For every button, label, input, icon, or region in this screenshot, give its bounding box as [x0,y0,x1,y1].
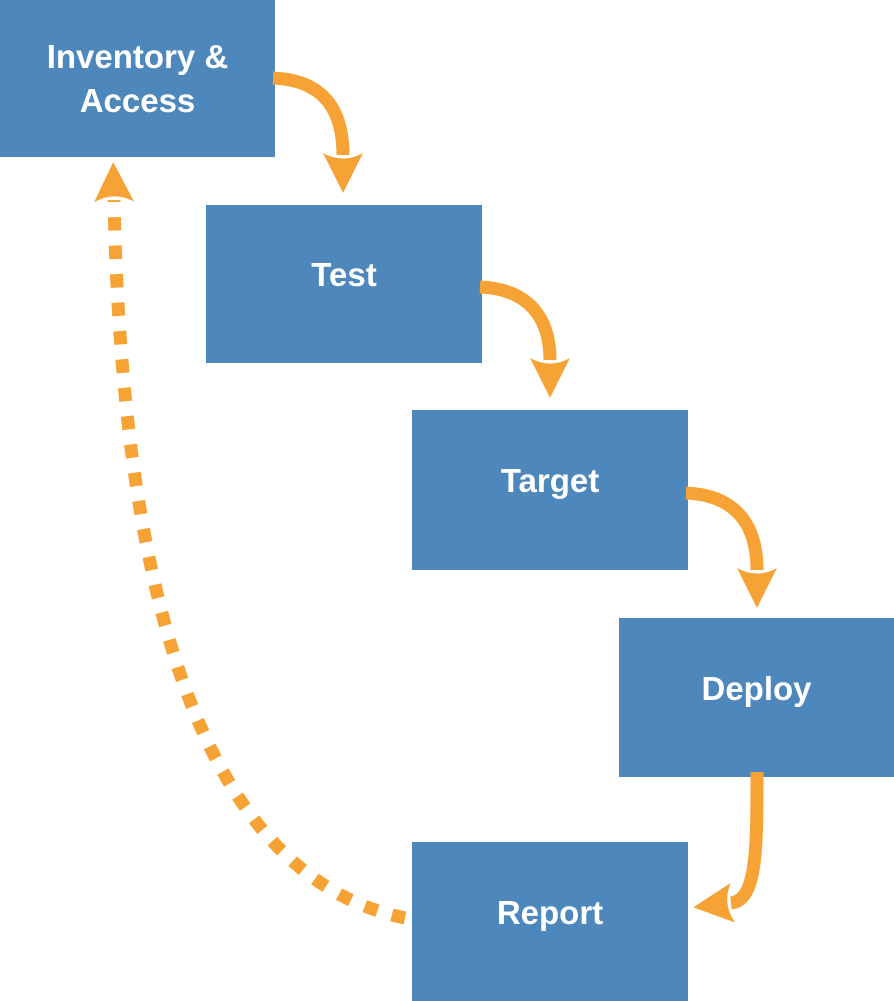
node-target: Target [412,410,688,570]
node-inventory-access-label: Inventory & Access [46,37,229,119]
node-deploy: Deploy [619,618,894,777]
node-report: Report [412,842,688,1001]
node-test: Test [206,205,482,363]
node-deploy-label: Deploy [701,669,812,707]
node-test-label: Test [311,256,377,294]
connector-inventory-to-test [272,71,363,193]
node-inventory-access: Inventory & Access [0,0,275,157]
connector-target-to-deploy [685,486,777,608]
connector-test-to-target [479,280,570,398]
node-target-label: Target [500,462,600,500]
connector-deploy-to-report [693,771,764,923]
node-report-label: Report [496,893,604,931]
